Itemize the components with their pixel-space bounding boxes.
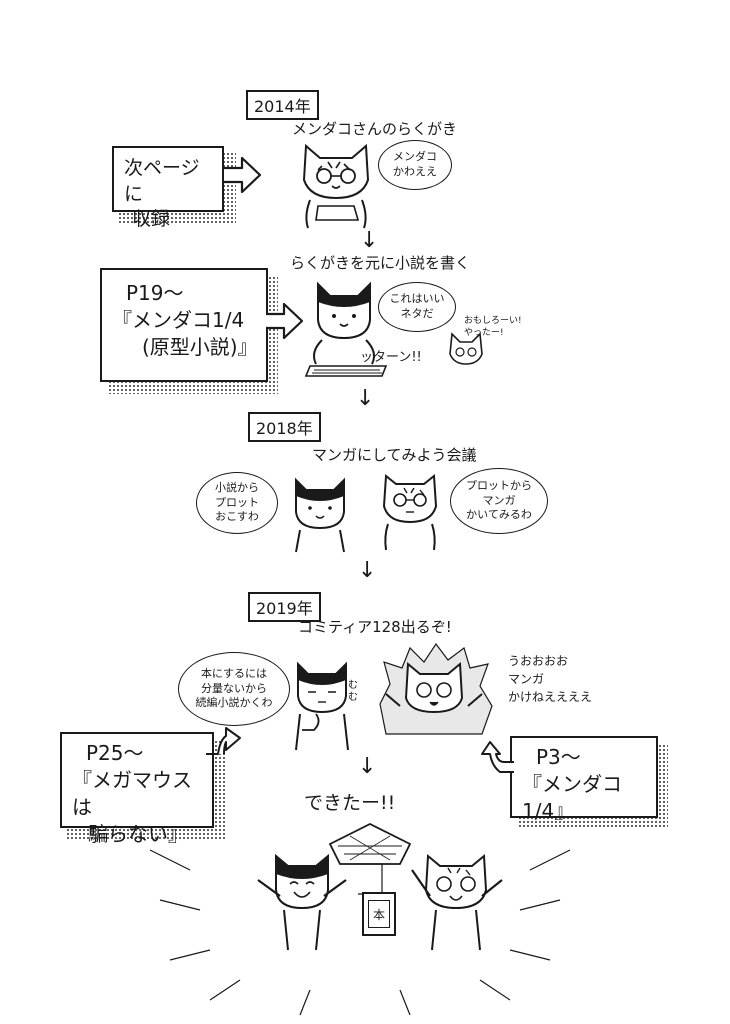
bw-cat-thinking-icon bbox=[295, 661, 349, 751]
note-line: P25〜 bbox=[86, 741, 144, 765]
speech-bubble: 本にするには 分量ないから 続編小説かくわ bbox=[178, 652, 290, 726]
note-line: (原型小説)』 bbox=[142, 335, 258, 359]
note-line: P19〜 bbox=[126, 281, 184, 305]
note-box-p3: P3〜 『メンダコ1/4』 bbox=[510, 736, 658, 823]
year-label-2018: 2018年 bbox=[248, 412, 321, 442]
speech-bubble: これはいい ネタだ bbox=[378, 282, 456, 332]
note-box-p25: P25〜 『メガマウスは 騙らない』 bbox=[60, 732, 214, 846]
hm-sfx: むむ bbox=[348, 680, 358, 703]
right-arrow-icon bbox=[266, 302, 304, 340]
speech-bubble: メンダコ かわええ bbox=[378, 140, 452, 190]
note-line: 騙らない』 bbox=[88, 822, 188, 846]
year-label-2019: 2019年 bbox=[248, 592, 321, 622]
book-icon: 本 bbox=[362, 892, 396, 936]
year-label-2014: 2014年 bbox=[246, 90, 319, 120]
up-arrow-icon bbox=[206, 727, 241, 755]
up-arrow-icon bbox=[481, 741, 514, 773]
tabby-cat-glasses-icon bbox=[382, 474, 438, 551]
note-line: P3〜 bbox=[536, 745, 581, 769]
book-label: 本 bbox=[368, 900, 390, 928]
bw-cat-typing-icon bbox=[304, 281, 388, 377]
note-box-p19: P19〜 『メンダコ1/4 (原型小説)』 bbox=[100, 268, 268, 382]
caption-done: できたー!! bbox=[304, 792, 396, 814]
small-tabby-cat-icon bbox=[449, 332, 483, 365]
bw-cat-cheering-icon bbox=[257, 853, 347, 951]
down-arrow-icon: ↓ bbox=[358, 558, 377, 583]
speech-bubble: プロットから マンガ かいてみるわ bbox=[450, 468, 548, 534]
speech-bubble: 小説から プロット おこすわ bbox=[196, 472, 278, 534]
caption-manga-meeting: マンガにしてみよう会議 bbox=[312, 446, 477, 464]
tabby-cat-cheering-icon bbox=[411, 853, 503, 951]
note-box-next-page: 次ページに 収録 bbox=[112, 146, 224, 230]
caption-rakugaki: メンダコさんのらくがき bbox=[292, 120, 458, 138]
note-line: 『メガマウスは bbox=[72, 768, 192, 819]
radiating-lines bbox=[149, 849, 571, 1016]
caption-comitia: コミティア128出るぞ! bbox=[298, 618, 452, 636]
typing-sfx: ッターン!! bbox=[360, 350, 422, 365]
note-line: 収録 bbox=[132, 208, 171, 231]
down-arrow-icon: ↓ bbox=[358, 754, 377, 779]
caption-write-novel: らくがきを元に小説を書く bbox=[290, 254, 471, 272]
note-line: 次ページに bbox=[124, 157, 200, 205]
down-arrow-icon: ↓ bbox=[356, 386, 375, 411]
note-line: 『メンダコ1/4』 bbox=[522, 772, 622, 823]
right-arrow-icon bbox=[224, 156, 262, 194]
side-cat-exclaim: おもしろーい! やったー! bbox=[464, 316, 522, 338]
shout-text: うおおおお マンガ かけねええええ bbox=[508, 654, 593, 704]
note-line: 『メンダコ1/4 bbox=[112, 308, 245, 332]
tabby-cat-glasses-icon bbox=[302, 143, 370, 229]
bw-cat-icon bbox=[295, 477, 345, 553]
down-arrow-icon: ↓ bbox=[360, 228, 379, 253]
frantic-tabby-cat-icon bbox=[379, 642, 493, 735]
